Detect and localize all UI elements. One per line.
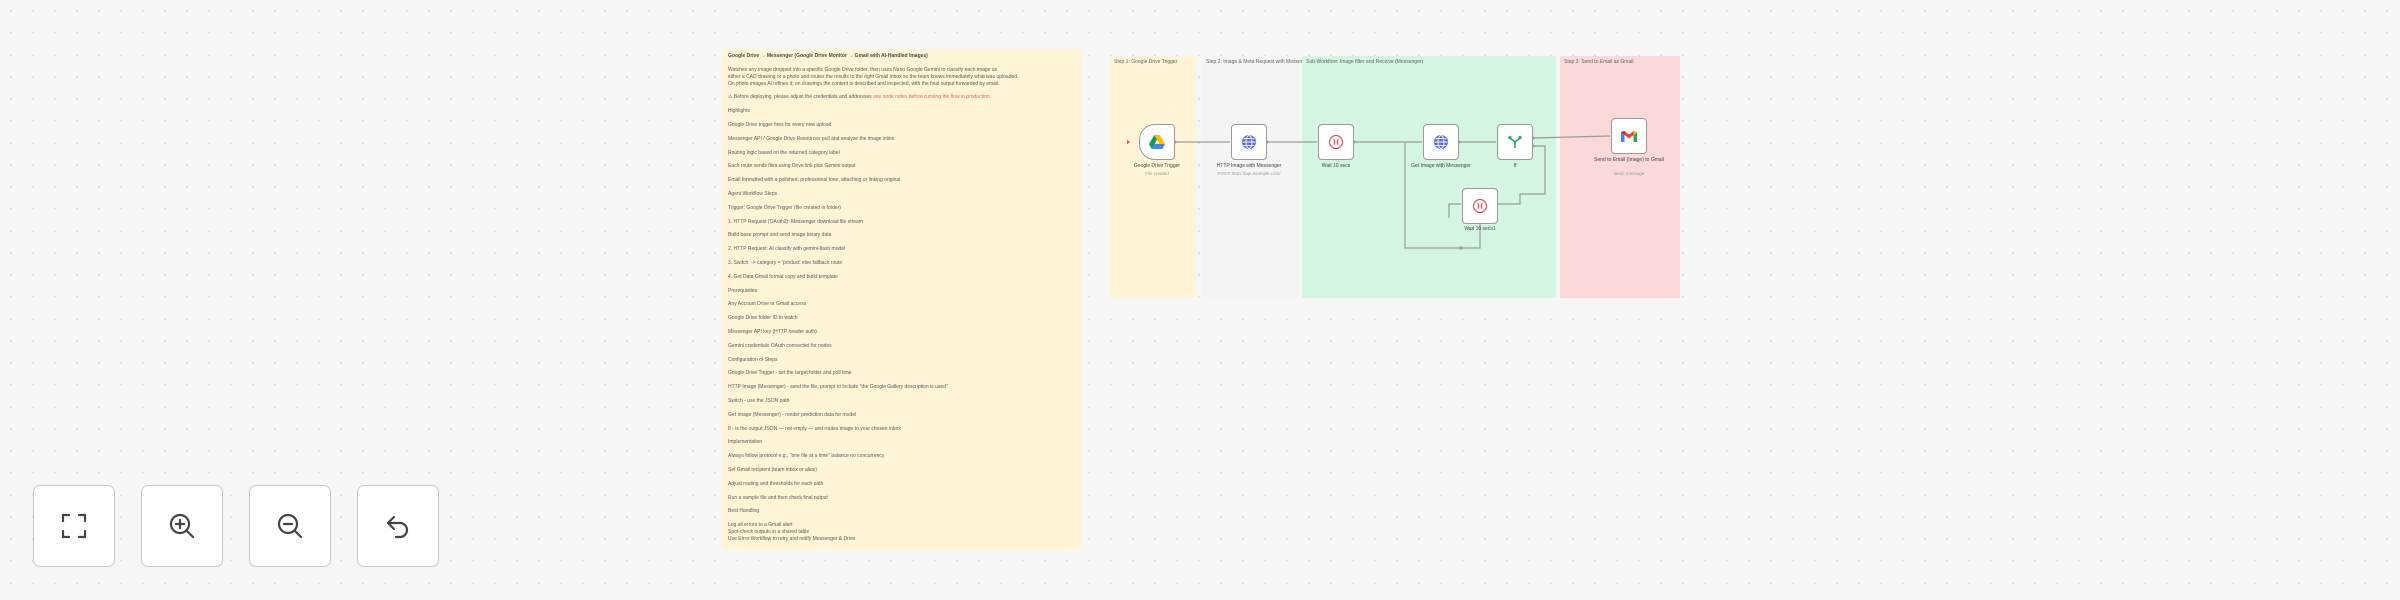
node-label: Wait 10 secs — [1321, 163, 1351, 169]
pause-icon — [1328, 134, 1344, 150]
sticky-note-line: Always follow protocol e.g., "one file a… — [728, 453, 885, 460]
node-if[interactable] — [1497, 124, 1533, 160]
sticky-note-line: Set Gmail recipient (team inbox or alias… — [728, 466, 817, 473]
sticky-note-line: Messenger API / Google Drive Resources p… — [728, 135, 895, 142]
sticky-note-line: Log all errors to a Gmail alert — [728, 522, 793, 529]
sticky-note-line: Prerequisites — [728, 287, 758, 294]
node-wait-10-secs1[interactable] — [1462, 188, 1498, 224]
sticky-note[interactable]: Google Drive → Messenger (Google Drive M… — [722, 49, 1082, 550]
sticky-note-line: 2. HTTP Request: AI classify with gemini… — [728, 246, 846, 253]
fit-view-button[interactable] — [33, 485, 115, 567]
sticky-note-content: Google Drive → Messenger (Google Drive M… — [728, 53, 1076, 543]
sticky-note-line: Google Drive trigger fires for every new… — [728, 122, 832, 128]
sticky-note-line: Gemini credentials OAuth connected for n… — [728, 342, 832, 349]
node-sublabel: POST: https://api.example.com/ — [1217, 171, 1281, 176]
node-label: Google Drive Trigger — [1133, 163, 1181, 169]
sticky-note-line: Each route sends files using Drive link … — [728, 163, 856, 170]
sticky-note-line: Google Drive Trigger - set the target fo… — [728, 370, 852, 377]
sticky-note-line: Best Handling — [728, 508, 760, 515]
sticky-note-line: either a CAD drawing or a photo and rout… — [728, 73, 1019, 80]
sticky-note-line: Routing logic based on the returned cate… — [728, 149, 840, 156]
section-label: Step 1: Google Drive Trigger — [1114, 59, 1178, 65]
sticky-note-line: Watches any image dropped into a specifi… — [728, 66, 998, 73]
branch-icon — [1508, 136, 1522, 148]
section-fetch[interactable]: Step 2: Image & Meta Request with Messen… — [1202, 56, 1311, 298]
gmail-icon — [1621, 131, 1637, 142]
sticky-note-line: HTTP Image (Messenger) - send the file, … — [728, 384, 948, 391]
node-label: Send to Email (Image) to Gmail — [1594, 157, 1664, 163]
sticky-note-line: Any Account Drive or Gmail access — [728, 301, 807, 308]
node-send-to-gmail[interactable] — [1611, 118, 1647, 154]
zoom-in-icon — [169, 513, 195, 539]
sticky-note-line: Configuration of Steps — [728, 356, 778, 363]
edge-if-wait2 — [1498, 145, 1546, 205]
google-drive-icon — [1149, 135, 1165, 149]
sticky-note-line: Agent Workflow Steps — [728, 190, 778, 197]
sticky-note-line: Trigger: Google Drive Trigger (file crea… — [728, 204, 841, 211]
sticky-note-line: ⚠ Before deploying, please adjust the cr… — [728, 94, 990, 101]
sticky-note-line: 3. Switch: -> category = 'product' else … — [728, 259, 843, 266]
node-label: HTTP Image with Messenger — [1216, 163, 1282, 169]
section-decide[interactable]: Sub-Workflow: Image filter and Receive (… — [1302, 56, 1556, 298]
sticky-note-line: Implementation — [728, 439, 763, 446]
sticky-note-line: 4. Get Data Gmail format copy and build … — [728, 273, 838, 280]
edge-wait2-loop — [1448, 203, 1461, 218]
zoom-out-icon — [277, 513, 303, 539]
sticky-note-line: On photo images AI refines it; on drawin… — [728, 80, 1000, 87]
node-get-image-messenger[interactable] — [1423, 124, 1459, 160]
zoom-in-button[interactable] — [141, 485, 223, 567]
sticky-note-line: Build base prompt and send image binary … — [728, 232, 832, 239]
section-notify[interactable]: Step 3: Send to Email as Gmail — [1560, 56, 1680, 298]
globe-icon — [1242, 135, 1256, 149]
node-wait-10-secs[interactable] — [1318, 124, 1354, 160]
section-trigger[interactable]: Step 1: Google Drive Trigger — [1110, 56, 1196, 298]
section-label: Sub-Workflow: Image filter and Receive (… — [1306, 59, 1424, 65]
sticky-note-line: Get Image (Messenger) - render predictio… — [728, 411, 857, 418]
sticky-note-line: Google Drive folder ID to watch — [728, 315, 798, 322]
undo-icon — [386, 515, 409, 539]
globe-icon — [1434, 135, 1448, 149]
sticky-note-line: 1. HTTP Request (OAuth2): Messenger down… — [728, 218, 863, 225]
edge-wait2-http2 — [1404, 142, 1481, 249]
section-label: Step 3: Send to Email as Gmail — [1564, 59, 1634, 65]
sticky-note-line: Run a sample file and then check final o… — [728, 494, 828, 501]
node-sublabel: send: message — [1613, 171, 1645, 176]
sticky-note-line: Use Error Workflow to retry and notify M… — [728, 535, 856, 542]
edge-if-gmail — [1532, 135, 1611, 139]
node-label: Get Image with Messenger — [1411, 163, 1471, 169]
node-label: Wait 10 secs1 — [1464, 226, 1496, 232]
sticky-note-title: Google Drive → Messenger (Google Drive M… — [728, 53, 928, 59]
section-label: Step 2: Image & Meta Request with Messen… — [1206, 59, 1311, 65]
node-http-image-messenger[interactable] — [1231, 124, 1267, 160]
sticky-note-line: Highlights — [728, 108, 750, 115]
sticky-note-line: If - is the output JSON — not empty — an… — [728, 425, 901, 432]
node-sublabel: File created — [1145, 171, 1169, 176]
undo-button[interactable] — [357, 485, 439, 567]
fit-view-icon — [61, 513, 87, 539]
zoom-out-button[interactable] — [249, 485, 331, 567]
sticky-note-line: Email formatted with a polished, profess… — [728, 177, 901, 184]
sticky-note-line: Messenger API key (HTTP header auth) — [728, 328, 817, 335]
sticky-note-line: Adjust routing and thresholds for each p… — [728, 480, 824, 487]
sticky-note-link[interactable]: see node notes before running the flow i… — [873, 94, 990, 101]
sticky-note-line: Switch - use the JSON path — [728, 397, 790, 404]
node-google-drive-trigger[interactable] — [1139, 124, 1175, 160]
node-label: If — [1513, 163, 1517, 169]
sticky-note-line: Spot-check outputs in a shared table — [728, 529, 810, 536]
pause-icon — [1472, 198, 1488, 214]
